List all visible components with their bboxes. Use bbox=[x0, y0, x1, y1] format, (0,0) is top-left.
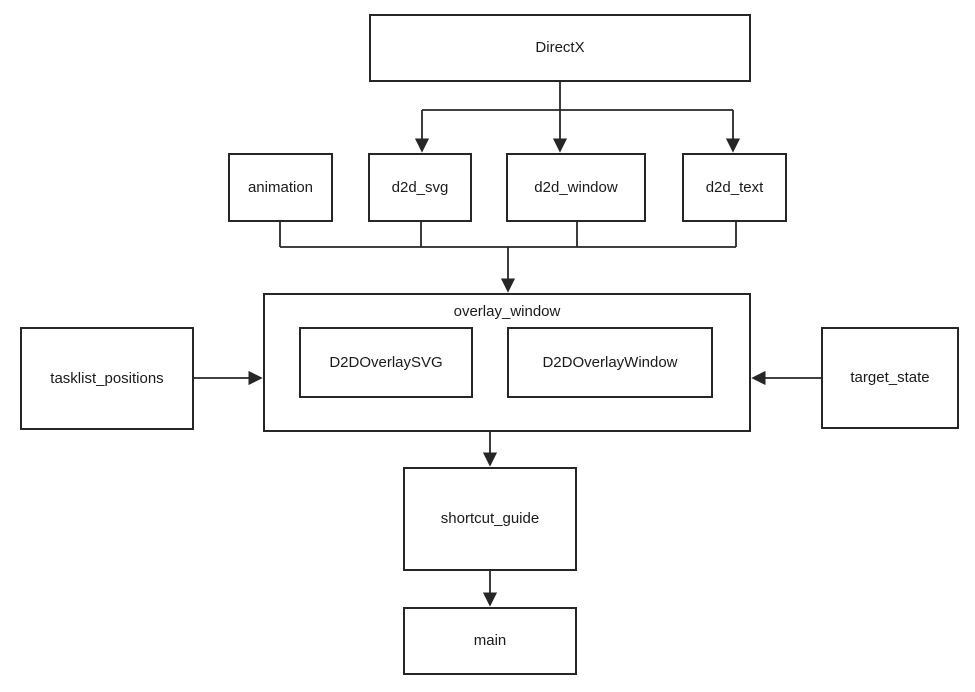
node-tasklist-positions: tasklist_positions bbox=[20, 327, 194, 430]
node-d2d-svg-label: d2d_svg bbox=[391, 178, 449, 196]
node-d2d-overlay-svg-label: D2DOverlaySVG bbox=[329, 354, 443, 371]
node-main: main bbox=[403, 607, 577, 675]
node-overlay-window-group: overlay_window D2DOverlaySVG D2DOverlayW… bbox=[263, 293, 751, 432]
node-d2d-overlay-svg: D2DOverlaySVG bbox=[299, 327, 473, 398]
node-d2d-window: d2d_window bbox=[506, 153, 646, 222]
node-d2d-svg: d2d_svg bbox=[368, 153, 472, 222]
node-directx-label: DirectX bbox=[535, 39, 585, 56]
node-overlay-window-label: overlay_window bbox=[453, 303, 561, 320]
node-d2d-overlay-window: D2DOverlayWindow bbox=[507, 327, 713, 398]
node-animation-label: animation bbox=[247, 178, 314, 196]
node-d2d-text-label: d2d_text bbox=[705, 178, 764, 196]
node-target-state: target_state bbox=[821, 327, 959, 429]
node-animation: animation bbox=[228, 153, 333, 222]
node-shortcut-guide: shortcut_guide bbox=[403, 467, 577, 571]
node-d2d-text: d2d_text bbox=[682, 153, 787, 222]
node-tasklist-positions-label: tasklist_positions bbox=[50, 369, 164, 387]
node-shortcut-guide-label: shortcut_guide bbox=[440, 510, 540, 527]
node-d2d-window-label: d2d_window bbox=[534, 178, 618, 196]
node-d2d-overlay-window-label: D2DOverlayWindow bbox=[542, 354, 678, 371]
node-main-label: main bbox=[473, 632, 507, 649]
node-directx: DirectX bbox=[369, 14, 751, 82]
node-target-state-label: target_state bbox=[850, 369, 930, 386]
